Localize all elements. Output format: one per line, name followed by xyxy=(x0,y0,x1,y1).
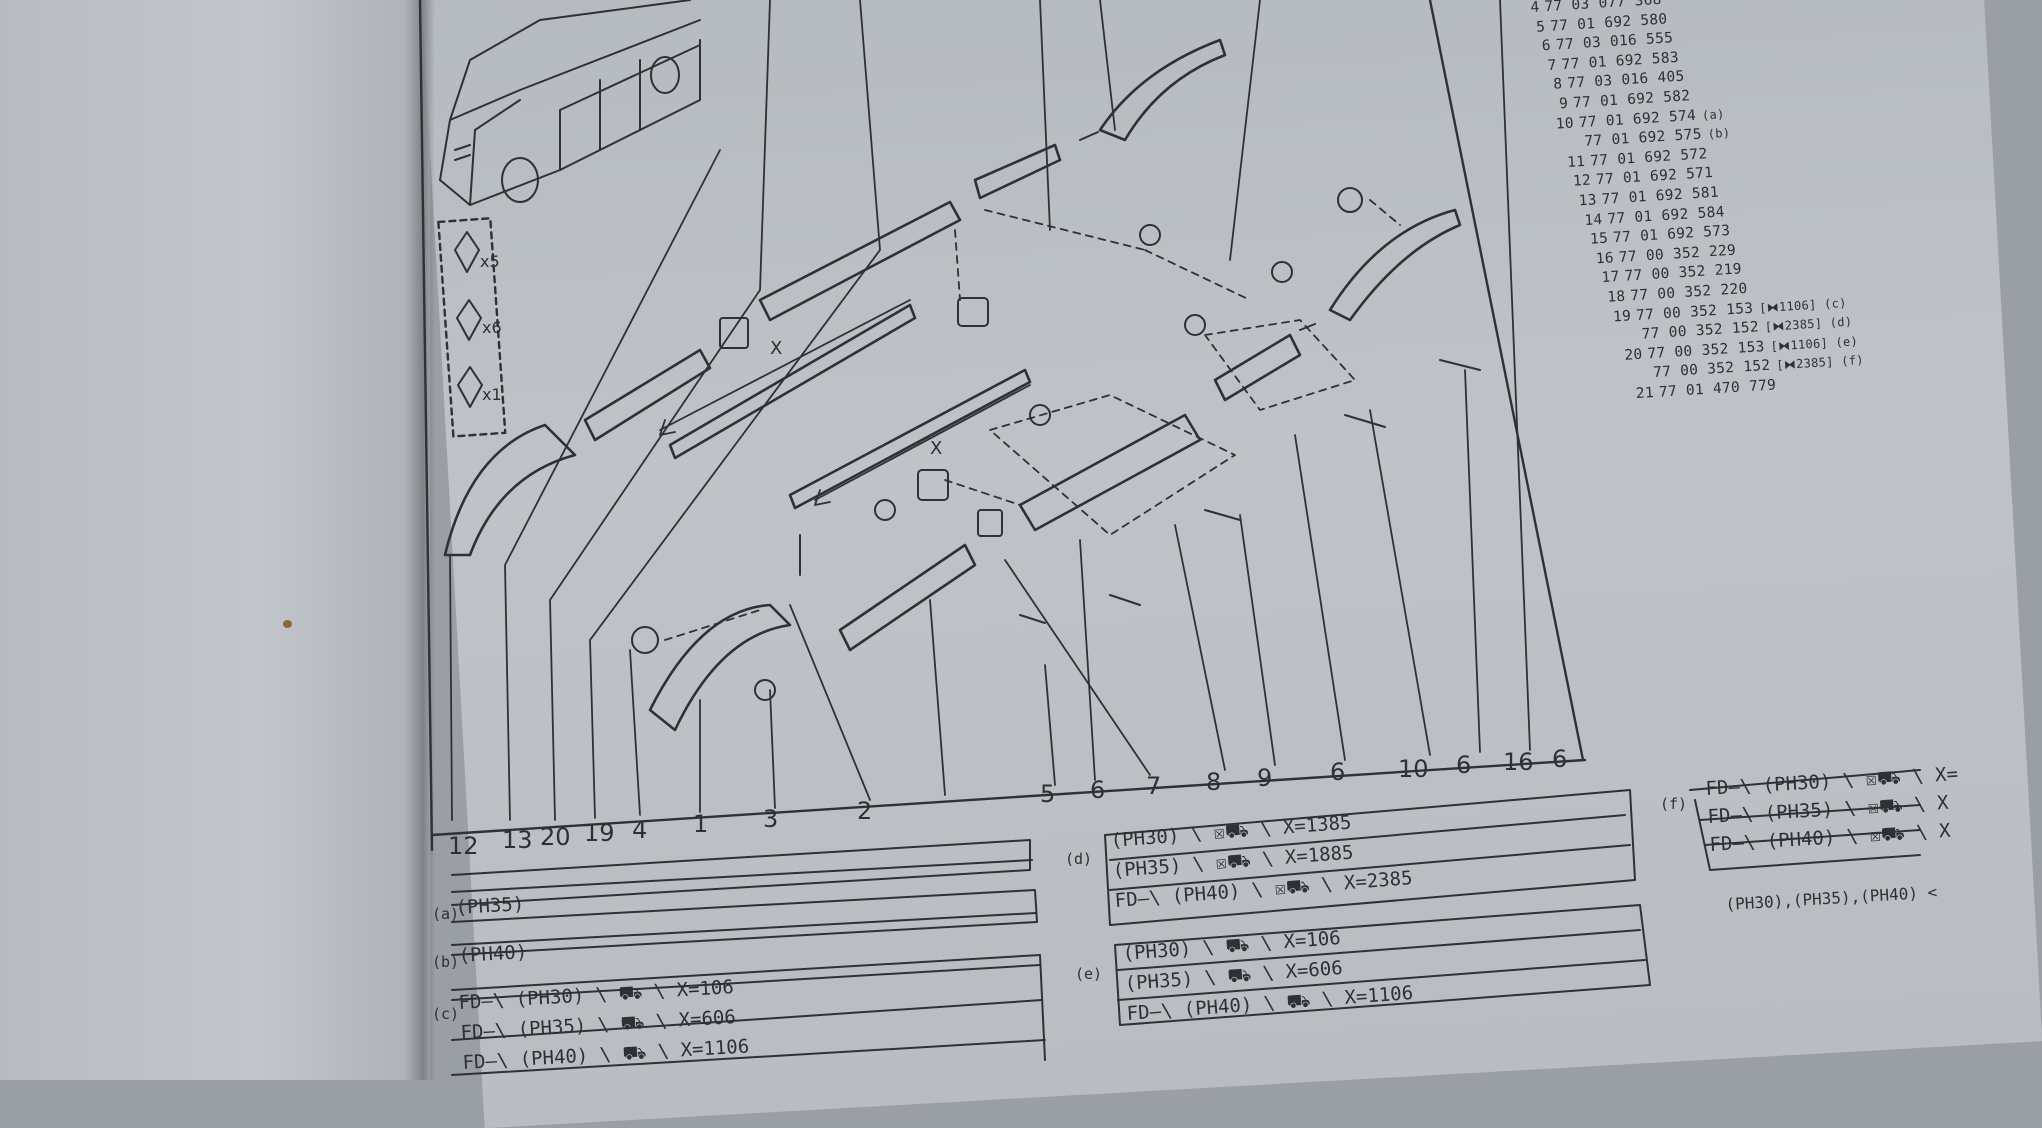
callout-number: 13 xyxy=(502,826,533,854)
callout-leaders xyxy=(449,0,1531,821)
callout-number: 4 xyxy=(632,816,648,844)
callout-number: 6 xyxy=(1090,776,1106,804)
diagram-left-border xyxy=(418,0,434,852)
dimension-arrows xyxy=(659,299,1031,506)
diagram-bottom-border xyxy=(430,758,1587,837)
table-label-c: (c) xyxy=(432,1005,460,1023)
dimension-x-lower: X xyxy=(930,438,943,459)
callout-number: 9 xyxy=(1257,764,1273,792)
van-illustration xyxy=(439,0,701,206)
exploded-diagram xyxy=(418,0,1921,1076)
clip-box xyxy=(437,217,507,438)
callout-number: 6 xyxy=(1456,751,1472,779)
callout-number: 16 xyxy=(1503,748,1534,776)
book-gutter xyxy=(405,0,435,1080)
callout-number: 3 xyxy=(763,805,779,833)
callout-number: 8 xyxy=(1206,768,1222,796)
table-label-a: (a) xyxy=(432,905,460,923)
assembly-lines xyxy=(664,199,1401,641)
table-label-f: (f) xyxy=(1660,795,1688,813)
clip-qty-3: x1 xyxy=(482,385,502,404)
callout-number: 6 xyxy=(1552,745,1568,773)
diagram-right-border xyxy=(1428,0,1585,762)
callout-number: 20 xyxy=(540,823,571,851)
table-label-b: (b) xyxy=(432,953,460,971)
callout-number: 19 xyxy=(584,819,615,847)
table-label-e: (e) xyxy=(1075,965,1103,983)
page-stain xyxy=(283,620,292,628)
left-blank-page xyxy=(0,0,430,1080)
callout-number: 12 xyxy=(448,832,479,860)
table-frames xyxy=(451,769,1921,1076)
table-row-a: (PH35) xyxy=(455,893,525,919)
dimension-x-upper: X xyxy=(770,338,783,359)
callout-number: 5 xyxy=(1040,780,1056,808)
clip-qty-2: x6 xyxy=(482,318,502,337)
callout-number: 6 xyxy=(1330,758,1346,786)
callout-number: 10 xyxy=(1398,755,1429,783)
callout-number: 1 xyxy=(693,810,709,838)
callout-number: 2 xyxy=(857,797,873,825)
wheel-arches xyxy=(443,38,1462,732)
clip-icons xyxy=(454,231,483,408)
table-label-d: (d) xyxy=(1065,850,1093,868)
table-row-b: (PH40) xyxy=(458,941,528,967)
clip-qty-1: x5 xyxy=(480,252,500,271)
moulding-strips xyxy=(583,143,1302,652)
callout-number: 7 xyxy=(1146,772,1162,800)
small-parts xyxy=(631,131,1481,701)
